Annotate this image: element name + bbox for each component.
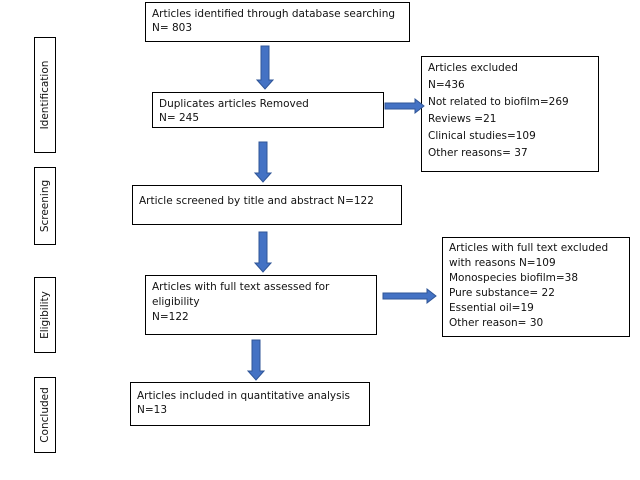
stage-identification: Identification — [34, 37, 56, 153]
stage-eligibility: Eligibility — [34, 277, 56, 353]
fulltext-excluded-other: Other reason= 30 — [449, 317, 544, 329]
arrow-screened-to-fulltext — [253, 231, 273, 273]
fulltext-excluded-monospecies: Monospecies biofilm=38 — [449, 272, 579, 284]
arrow-fulltext-to-included — [246, 339, 266, 381]
fulltext-count: N=122 — [152, 311, 189, 323]
box-excluded: Articles excluded N=436 Not related to b… — [421, 56, 599, 172]
box-duplicates: Duplicates articles Removed N= 245 — [152, 92, 384, 128]
excluded-reason-reviews: Reviews =21 — [428, 113, 497, 125]
box-identified: Articles identified through database sea… — [145, 2, 410, 42]
included-count: N=13 — [137, 404, 168, 416]
screened-text: Article screened by title and abstract N… — [139, 195, 374, 207]
stage-concluded: Concluded — [34, 377, 56, 453]
fulltext-excluded-essential-oil: Essential oil=19 — [449, 302, 534, 314]
duplicates-text: Duplicates articles Removed — [159, 98, 309, 110]
arrow-duplicates-to-screened — [253, 141, 273, 183]
arrow-identified-to-duplicates — [255, 45, 275, 90]
identified-count: N= 803 — [152, 22, 193, 34]
excluded-total: N=436 — [428, 79, 465, 91]
excluded-title: Articles excluded — [428, 62, 518, 74]
identified-text: Articles identified through database sea… — [152, 8, 396, 20]
fulltext-excluded-title: Articles with full text excluded — [449, 242, 609, 254]
arrow-fulltext-to-excluded — [382, 287, 437, 305]
fulltext-excluded-total: with reasons N=109 — [449, 257, 556, 269]
included-text: Articles included in quantitative analys… — [137, 390, 350, 402]
box-fulltext: Articles with full text assessed for eli… — [145, 275, 377, 335]
fulltext-text: Articles with full text assessed for — [152, 281, 330, 293]
stage-screening: Screening — [34, 167, 56, 245]
box-screened: Article screened by title and abstract N… — [132, 185, 402, 225]
fulltext-text-2: eligibility — [152, 296, 200, 308]
excluded-reason-other: Other reasons= 37 — [428, 147, 528, 159]
box-included: Articles included in quantitative analys… — [130, 382, 370, 426]
excluded-reason-clinical: Clinical studies=109 — [428, 130, 536, 142]
excluded-reason-biofilm: Not related to biofilm=269 — [428, 96, 569, 108]
duplicates-count: N= 245 — [159, 112, 200, 124]
box-fulltext-excluded: Articles with full text excluded with re… — [442, 237, 630, 337]
fulltext-excluded-pure-substance: Pure substance= 22 — [449, 287, 555, 299]
arrow-duplicates-to-excluded — [384, 97, 425, 115]
